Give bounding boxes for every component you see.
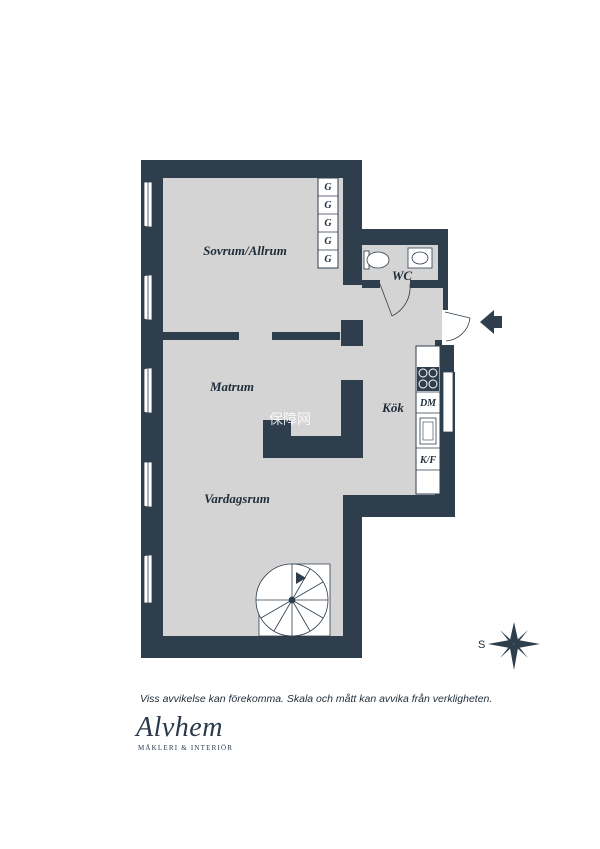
closet-label: G [324, 218, 332, 229]
disclaimer-text: Viss avvikelse kan förekomma. Skala och … [140, 693, 493, 705]
entrance-opening [442, 310, 450, 345]
wall-pillars [141, 225, 163, 557]
room-label-matrum: Matrum [209, 379, 254, 394]
entrance-arrow-icon [480, 310, 502, 334]
wall-wc-bottom [362, 280, 380, 288]
closet-label: G [324, 182, 332, 193]
entrance-door-swing [444, 311, 471, 342]
left-windows [143, 181, 153, 604]
wall-matrum-right [341, 320, 363, 346]
watermark: 保障网 [269, 412, 311, 428]
room-label-wc: WC [392, 268, 413, 283]
wall-kitchen-bottom [343, 495, 455, 517]
room-label-kok: Kök [381, 400, 404, 415]
spiral-staircase [255, 563, 331, 637]
toilet-icon [363, 250, 390, 270]
wc-door-swing [379, 283, 411, 317]
floor-sovrum [163, 178, 343, 328]
wall-matrum-mid [272, 332, 340, 340]
room-label-sovrum: Sovrum/Allrum [203, 243, 287, 258]
brand-tagline: MÄKLERI & INTERIÖR [138, 744, 234, 752]
stair-arrow-icon [296, 572, 306, 584]
closets: G G G G G [317, 177, 339, 269]
kitchen-counter: DM K/F [415, 345, 441, 495]
brand-logo: Alvhem [136, 712, 223, 743]
dishwasher-label: DM [419, 398, 437, 409]
fridge-label: K/F [419, 455, 436, 466]
wall-matrum-left [163, 332, 239, 340]
closet-label: G [324, 200, 332, 211]
compass-label: S [478, 639, 485, 651]
wall-island-stub [263, 420, 291, 458]
sink-icon [407, 247, 433, 269]
wall-wc-bottom-right [410, 280, 444, 288]
closet-label: G [324, 254, 332, 265]
kitchen-window [442, 371, 454, 433]
closet-label: G [324, 236, 332, 247]
compass-icon [488, 622, 540, 670]
room-label-vardagsrum: Vardagsrum [204, 491, 270, 506]
